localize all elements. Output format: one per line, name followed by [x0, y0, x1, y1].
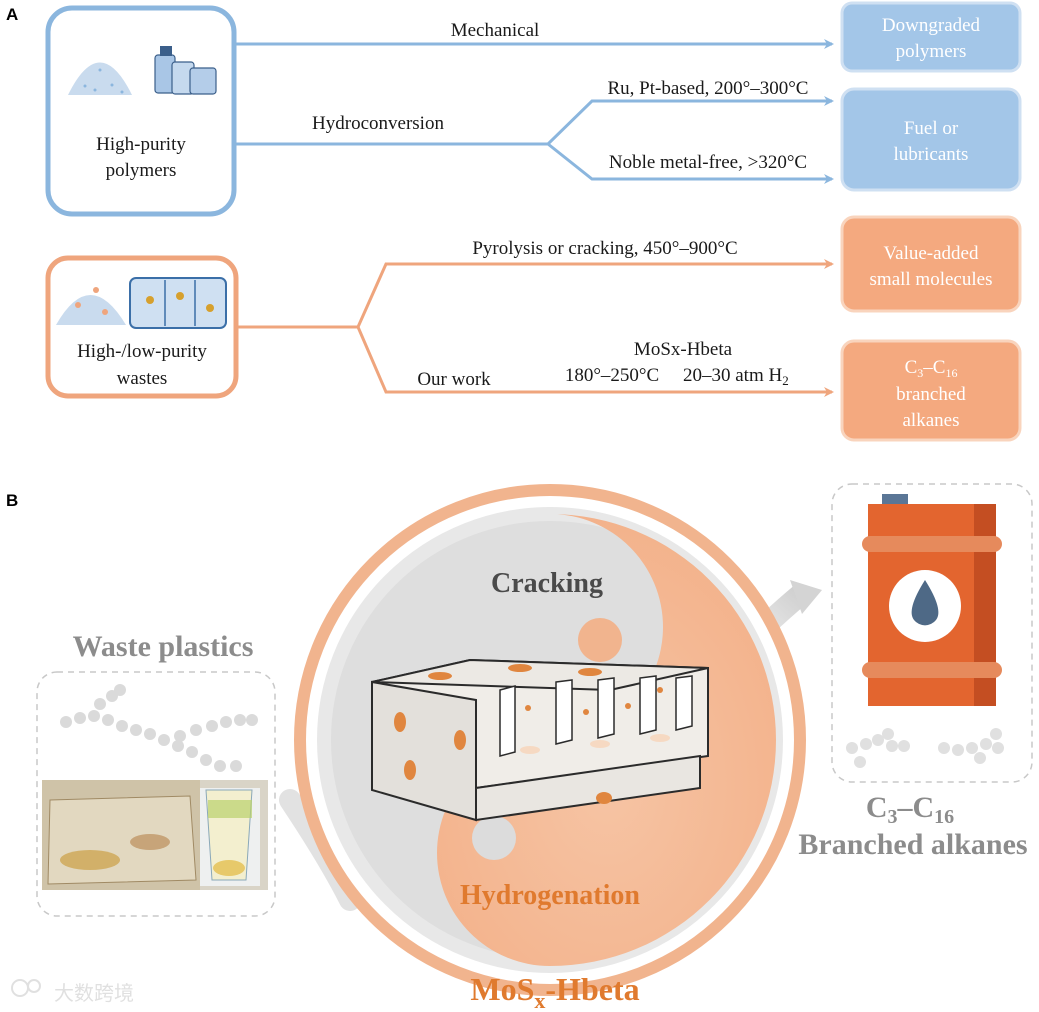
value-added-box — [840, 215, 1022, 313]
yin-dot-orange — [578, 618, 622, 662]
yang-dot-gray — [472, 816, 516, 860]
conditions-temp-label: 180°–250°C — [565, 365, 659, 386]
downgraded-line2: polymers — [896, 41, 967, 62]
value-added-line1: Value-added — [884, 243, 979, 264]
alkanes-line2: branched — [896, 384, 966, 405]
wastes-label-line1: High-/low-purity — [77, 341, 207, 362]
watermark-text: 大数跨境 — [54, 981, 134, 1005]
watermark: 大数跨境 — [11, 979, 134, 1005]
fuel-barrel-icon — [862, 494, 1002, 706]
downgraded-polymers-box — [840, 1, 1022, 73]
high-purity-polymers-box — [45, 5, 237, 217]
waste-plastics-title: Waste plastics — [73, 630, 254, 663]
alkanes-line3: alkanes — [903, 410, 960, 431]
wastes-label-line2: wastes — [117, 368, 168, 389]
polymer-chain-icon — [60, 684, 258, 772]
food-tray-icon — [129, 277, 227, 329]
high-purity-label-line1: High-purity — [96, 134, 186, 155]
fuel-line1: Fuel or — [904, 118, 959, 139]
ru-pt-arrow — [236, 96, 834, 146]
noble-free-label: Noble metal-free, >320°C — [609, 152, 807, 173]
conditions-pressure-label: 20–30 atm H2 — [683, 365, 789, 388]
output-arrow-head — [790, 580, 822, 614]
branched-alkanes-box — [840, 339, 1022, 442]
waste-powder-icon — [56, 287, 126, 325]
mechanical-label: Mechanical — [451, 20, 540, 41]
catalyst-title: MoSx-Hbeta — [470, 971, 639, 1012]
ru-pt-label: Ru, Pt-based, 200°–300°C — [608, 78, 809, 99]
our-work-arrow — [356, 326, 834, 397]
catalyst-label: MoSx-Hbeta — [634, 339, 733, 360]
hydrogenation-label: Hydrogenation — [460, 880, 640, 911]
cracking-label: Cracking — [491, 568, 603, 599]
plastic-items-icon — [154, 46, 217, 95]
product-formula-line: C3–C16 — [866, 791, 954, 828]
waste-plastic-photo — [42, 780, 268, 890]
waste-plastics-frame — [36, 671, 276, 917]
our-work-label: Our work — [417, 369, 491, 390]
alkane-molecules-icon — [846, 728, 1004, 768]
pyrolysis-label: Pyrolysis or cracking, 450°–900°C — [472, 238, 737, 259]
zeolite-block — [371, 658, 709, 822]
fuel-lubricants-box — [840, 87, 1022, 192]
noble-free-arrow — [547, 142, 834, 184]
value-added-line2: small molecules — [870, 269, 993, 290]
fuel-line2: lubricants — [894, 144, 969, 165]
high-purity-label-line2: polymers — [106, 160, 177, 181]
product-frame — [831, 483, 1033, 783]
panel-a-letter: A — [6, 5, 18, 24]
polymer-powder-icon — [68, 62, 132, 95]
branched-alkanes-title: Branched alkanes — [798, 828, 1027, 861]
panel-b-letter: B — [6, 491, 18, 510]
hydroconversion-label: Hydroconversion — [312, 113, 444, 134]
pyrolysis-arrow — [236, 259, 834, 329]
downgraded-line1: Downgraded — [882, 15, 981, 36]
alkanes-line1: C3–C16 — [905, 357, 958, 380]
